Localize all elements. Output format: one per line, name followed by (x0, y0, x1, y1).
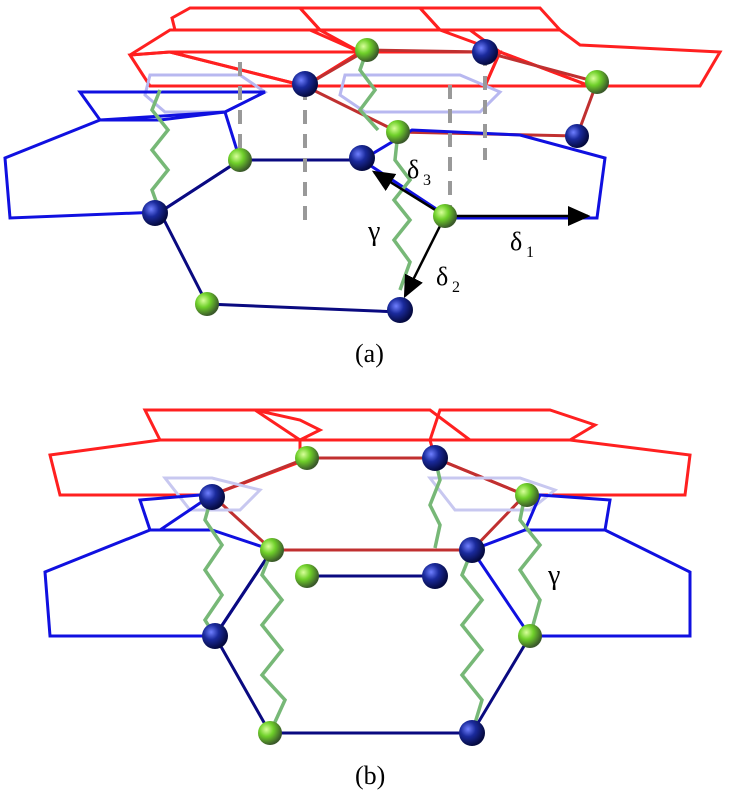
delta3-label: δ 3 (407, 155, 431, 189)
atom-a (349, 145, 375, 171)
gamma-label-a: γ (367, 216, 380, 247)
atom-a (142, 200, 168, 226)
atom-b (518, 624, 542, 648)
interlayer-couplings-a (149, 49, 413, 291)
atom-a (228, 148, 252, 172)
atom-b (459, 537, 485, 563)
bottom-layer-b (43, 493, 692, 638)
bottom-bonds-a (158, 158, 401, 314)
top-layer-bonds-b (210, 456, 528, 552)
panel-a-caption: (a) (355, 339, 384, 368)
atom-a (472, 39, 498, 65)
panel-b-caption: (b) (355, 761, 385, 790)
atom-b (295, 564, 319, 588)
atom-b (260, 538, 284, 562)
panel-a: γ δ 1 δ 2 δ 3 (a) (3, 6, 723, 368)
delta1-label: δ 1 (510, 227, 534, 261)
atom-b (258, 721, 282, 745)
dashed-guides-a (238, 52, 487, 222)
svg-text:1: 1 (526, 244, 534, 261)
svg-text:2: 2 (452, 279, 460, 296)
atom-b (515, 483, 539, 507)
atom-a (292, 71, 318, 97)
vectors-a (371, 170, 591, 299)
svg-text:3: 3 (423, 172, 431, 189)
top-layer-b (48, 408, 692, 497)
interlayer-couplings-b (202, 457, 543, 734)
faint-hexes-b (161, 476, 559, 512)
gamma-label-b: γ (547, 560, 560, 591)
atom-a (355, 38, 379, 62)
atom-a (386, 120, 410, 144)
svg-text:δ: δ (407, 155, 419, 184)
svg-text:δ: δ (436, 262, 448, 291)
atom-a (387, 297, 413, 323)
atom-b (202, 623, 228, 649)
atom-b (422, 445, 448, 471)
delta2-label: δ 2 (436, 262, 460, 296)
svg-text:δ: δ (510, 227, 522, 256)
atom-a (565, 124, 589, 148)
panel-b: γ (b) (43, 408, 692, 790)
atoms-a (142, 38, 609, 323)
atom-b (199, 484, 225, 510)
bottom-bonds-b (213, 549, 532, 735)
atom-b (295, 446, 319, 470)
atom-b (459, 720, 485, 746)
atom-a (195, 292, 219, 316)
atom-b (422, 563, 448, 589)
atom-a (585, 70, 609, 94)
atoms-b (199, 445, 542, 746)
atom-a (433, 204, 457, 228)
